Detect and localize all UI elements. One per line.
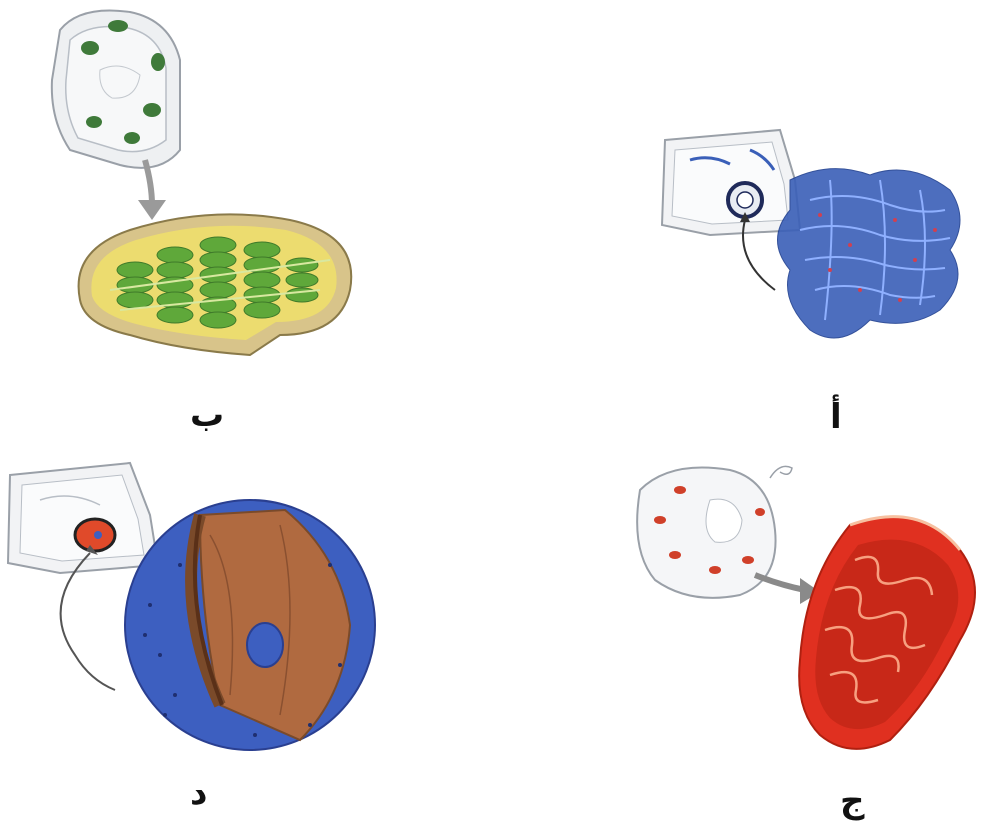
- panel-mitochondrion: [620, 450, 984, 770]
- panel-nucleus: [0, 455, 380, 755]
- label-c: ج: [840, 784, 865, 818]
- mitochondrion-illustration: [620, 450, 984, 770]
- mitochondrion-icon: [799, 517, 975, 749]
- plant-cell-small-icon: [8, 463, 158, 573]
- plant-cell-icon: [52, 10, 180, 167]
- endoplasmic-reticulum-icon: [778, 169, 961, 338]
- chloroplast-illustration: [40, 0, 370, 370]
- chloroplast-icon: [79, 214, 352, 355]
- label-a: أ: [830, 400, 842, 434]
- nucleus-icon: [125, 500, 375, 750]
- endoplasmic-reticulum-illustration: [650, 120, 980, 380]
- nucleus-illustration: [0, 455, 380, 755]
- label-d: د: [190, 776, 207, 810]
- label-b: ب: [190, 398, 224, 432]
- panel-chloroplast: [40, 0, 370, 370]
- panel-endoplasmic-reticulum: [650, 120, 980, 380]
- animal-cell-icon: [662, 130, 800, 235]
